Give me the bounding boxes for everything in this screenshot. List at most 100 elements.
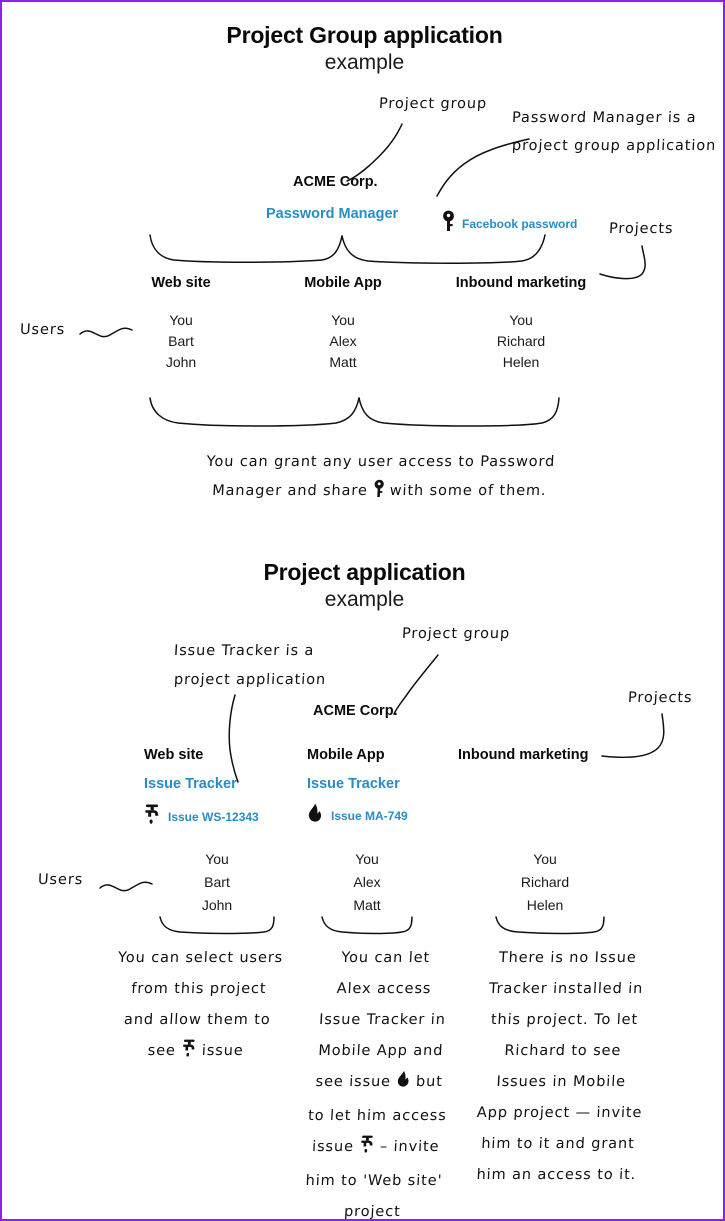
project-name[interactable]: Inbound marketing [455,275,587,291]
caption-s2-middle: You can let Alex access Issue Tracker in… [287,943,472,1220]
brace-projects-s1 [149,234,343,263]
group-name-s1[interactable]: ACME Corp. [293,174,378,190]
caption-line: Issues in Mobile [496,1074,627,1090]
caption-s1: You can grant any user access to Passwor… [178,448,581,509]
annotation-app-note-s1-line1: Password Manager is a [511,110,697,126]
project-column-s1-2: Inbound marketing You Richard Helen [440,275,602,370]
user-item: You [331,312,355,328]
caption-line: Alex access [336,981,432,997]
caption-line: There is no Issue [498,950,638,966]
user-item: Richard [520,874,570,890]
line-projects-s2 [601,713,665,758]
flame-icon [307,803,323,829]
caption-line-with-icon: issue – invite [290,1132,462,1166]
key-icon [372,479,385,509]
section1-title: Project Group application [226,22,503,48]
caption-line: to let him access [307,1108,448,1124]
section1-subtitle: example [324,51,405,74]
caption-s1-line2: Manager and share with some of them. [178,477,580,509]
section2-title: Project application [263,559,466,585]
faucet-icon [180,1038,197,1070]
caption-line: him an access to it. [476,1167,637,1183]
faucet-icon [144,803,161,830]
user-item: Richard [496,333,546,349]
user-item: Helen [526,897,564,913]
line-projects-s1 [599,245,646,280]
project-name[interactable]: Inbound marketing [458,747,589,763]
caption-line: Richard to see [503,1043,622,1059]
item-row[interactable]: Issue MA-749 [307,803,408,829]
item-row-s1[interactable]: Facebook password [442,210,577,237]
caption-line: Mobile App and [317,1043,444,1059]
user-list-s2-0: You Bart John [142,851,292,913]
user-item: John [165,354,197,370]
user-item: John [201,897,233,913]
brace-bottom-s1-right [358,397,560,427]
user-item: Alex [329,333,357,349]
project-column-s1-0: Web site You Bart John [100,275,262,370]
application-s1[interactable]: Password Manager [266,206,399,222]
caption-line: You can let [340,950,431,966]
line-project-group-s2 [393,654,439,715]
faucet-icon [358,1134,375,1166]
annotation-users-s1: Users [19,322,66,338]
item-label: Issue MA-749 [331,809,408,823]
annotation-projects-s1: Projects [608,221,674,237]
caption-s1-line1: You can grant any user access to Passwor… [206,454,556,470]
caption-line: Tracker installed in [488,981,644,997]
group-name-s2[interactable]: ACME Corp. [313,703,398,719]
caption-line: You can select users [117,950,284,966]
user-item: Bart [204,874,230,890]
annotation-users-s2: Users [37,872,84,888]
user-item: You [169,312,193,328]
user-item: Matt [353,897,381,913]
project-name[interactable]: Web site [151,275,211,291]
item-label: Issue WS-12343 [168,809,259,824]
annotation-app-note-s2-line2: project application [173,672,327,688]
user-item: You [533,851,557,867]
user-item: Matt [329,354,357,370]
caption-line-with-icon: see issue [99,1036,293,1070]
brace-middle-s2 [321,916,413,935]
caption-line: and allow them to [123,1012,271,1028]
project-column-s2-2: Inbound marketing [458,747,589,763]
caption-line-with-icon: see issue but [293,1067,465,1101]
annotation-app-note-s2-line1: Issue Tracker is a [173,643,315,659]
annotation-app-note-s1-line2: project group application [511,138,717,154]
project-column-s1-1: Mobile App You Alex Matt [262,275,424,370]
project-column-s2-0: Web site Issue Tracker Issue WS-12343 [144,747,259,830]
caption-line: App project — invite [476,1105,643,1121]
caption-line: him to it and grant [480,1136,636,1152]
user-list-s2-1: You Alex Matt [292,851,442,913]
flame-icon [395,1070,411,1101]
item-label-s1: Facebook password [462,216,578,231]
caption-line: this project. To let [490,1012,639,1028]
caption-line: project [343,1204,402,1220]
application[interactable]: Issue Tracker [144,776,237,792]
brace-bottom-s1 [149,397,360,427]
project-column-s2-1: Mobile App Issue Tracker Issue MA-749 [307,747,408,829]
application[interactable]: Issue Tracker [307,776,400,792]
user-item: Helen [502,354,540,370]
project-name[interactable]: Mobile App [304,275,382,291]
user-item: Alex [353,874,381,890]
caption-s2-left: You can select users from this project a… [99,943,298,1070]
project-name[interactable]: Web site [144,747,204,763]
user-item: You [355,851,379,867]
user-item: You [205,851,229,867]
caption-line: from this project [130,981,267,997]
project-name[interactable]: Mobile App [307,747,385,763]
annotation-project-group-s2: Project group [401,626,511,642]
caption-line: Issue Tracker in [318,1012,447,1028]
caption-s2-right: There is no Issue Tracker installed in t… [458,943,667,1191]
annotation-projects-s2: Projects [627,690,693,706]
item-row[interactable]: Issue WS-12343 [144,803,259,830]
brace-right-s2 [495,916,605,935]
annotation-project-group-s1: Project group [378,96,488,112]
brace-left-s2 [159,916,275,935]
section2-subtitle: example [324,588,405,611]
user-list-s2-2: You Richard Helen [470,851,620,913]
line-project-group-s1 [346,123,403,182]
user-item: Bart [168,333,194,349]
